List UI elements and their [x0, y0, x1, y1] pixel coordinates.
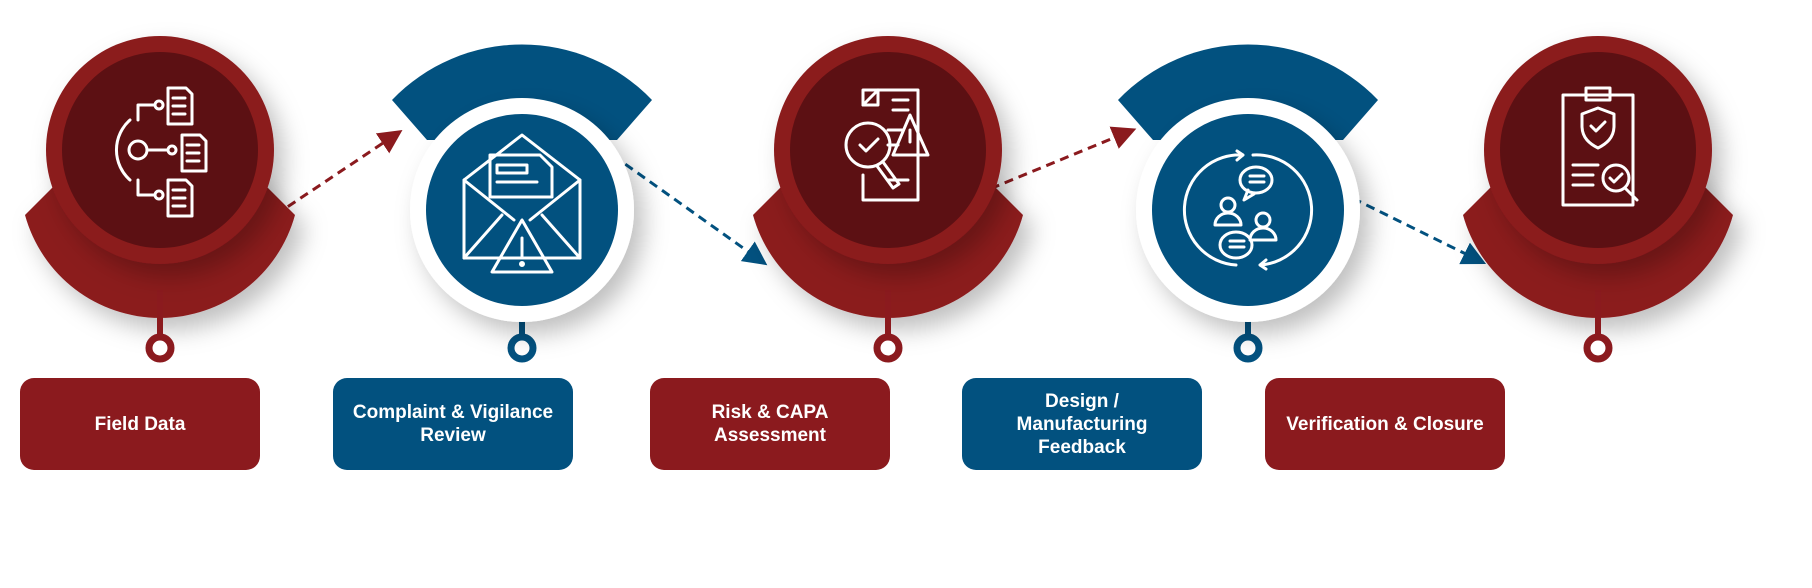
step-2-label-box: Complaint & Vigilance Review — [333, 378, 573, 470]
step-3-label: Risk & CAPA Assessment — [711, 402, 829, 446]
connector-arrow-2 — [551, 110, 768, 266]
connector-ring — [1233, 333, 1263, 363]
step-2-label: Complaint & Vigilance Review — [352, 402, 554, 446]
step-3-label-box: Risk & CAPA Assessment — [650, 378, 890, 470]
step-4-label: Design / Manufacturing Feedback — [1016, 390, 1148, 458]
step-4-node — [1118, 44, 1378, 363]
connector-ring — [873, 333, 903, 363]
connector-ring — [507, 333, 537, 363]
step-1-node — [25, 36, 295, 363]
clipboard-shield-check-icon — [1561, 86, 1639, 207]
envelope-warning-icon — [462, 133, 582, 274]
step-1-label: Field Data — [94, 413, 186, 435]
step-5-node — [1463, 36, 1733, 363]
data-gear-documents-icon — [115, 86, 208, 218]
fan-segment — [392, 44, 652, 140]
step-5-label: Verification & Closure — [1286, 413, 1484, 435]
connector-ring — [1583, 333, 1613, 363]
step-3-node — [753, 36, 1023, 363]
document-search-warning-icon — [844, 88, 930, 202]
fan-segment — [1118, 44, 1378, 140]
step-5-label-box: Verification & Closure — [1265, 378, 1505, 470]
connector-ring — [145, 333, 175, 363]
step-2-node — [392, 44, 652, 363]
people-feedback-cycle-icon — [1182, 149, 1314, 271]
step-4-label-box: Design / Manufacturing Feedback — [962, 378, 1202, 470]
step-1-label-box: Field Data — [20, 378, 260, 470]
